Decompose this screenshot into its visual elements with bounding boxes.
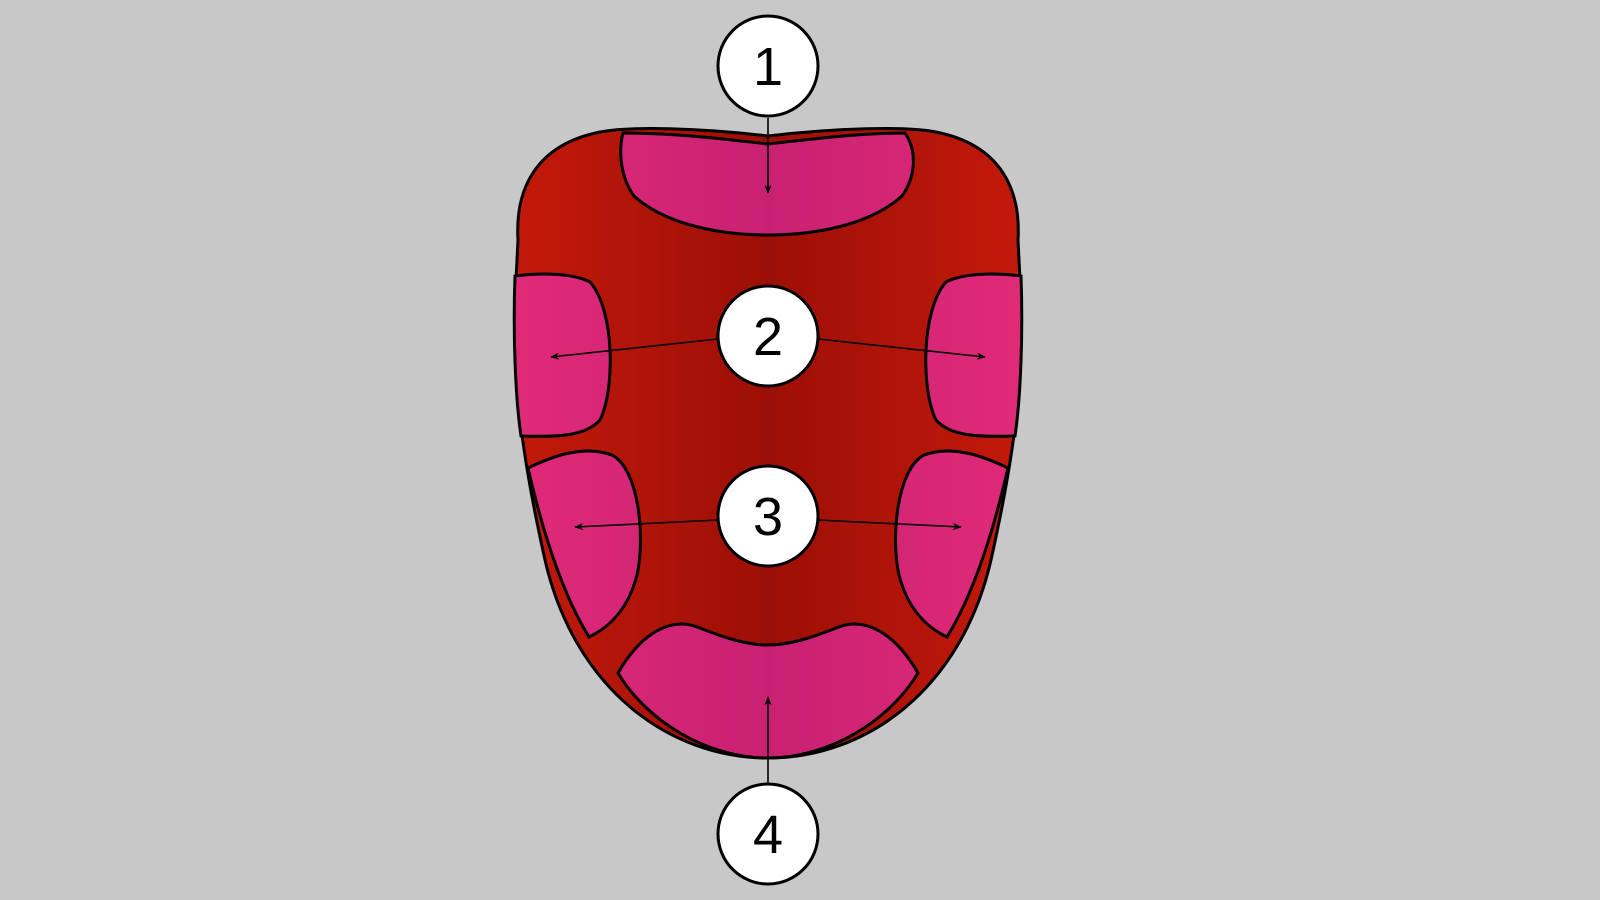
arrow-3-left: [574, 519, 719, 531]
zone-side-back-right: [894, 449, 1010, 639]
callout-circle: [716, 782, 820, 886]
callout-label: 3: [753, 487, 783, 547]
zone-side-back-left: [526, 449, 642, 639]
callout-arrows: [550, 118, 986, 785]
callout-1: 1: [716, 14, 820, 118]
callout-2: 2: [716, 284, 820, 388]
arrow-2-right: [817, 338, 986, 360]
zone-tip: [619, 131, 915, 237]
arrow-3-right: [817, 519, 962, 531]
callout-4: 4: [716, 782, 820, 886]
callout-label: 2: [753, 307, 783, 367]
callout-circle: [716, 14, 820, 118]
callout-label: 1: [753, 37, 783, 97]
callout-circle: [716, 464, 820, 568]
callout-3: 3: [716, 464, 820, 568]
callout-circle: [716, 284, 820, 388]
arrow-2-left: [550, 338, 719, 360]
zone-root: [616, 622, 920, 760]
callout-label: 4: [753, 805, 783, 865]
